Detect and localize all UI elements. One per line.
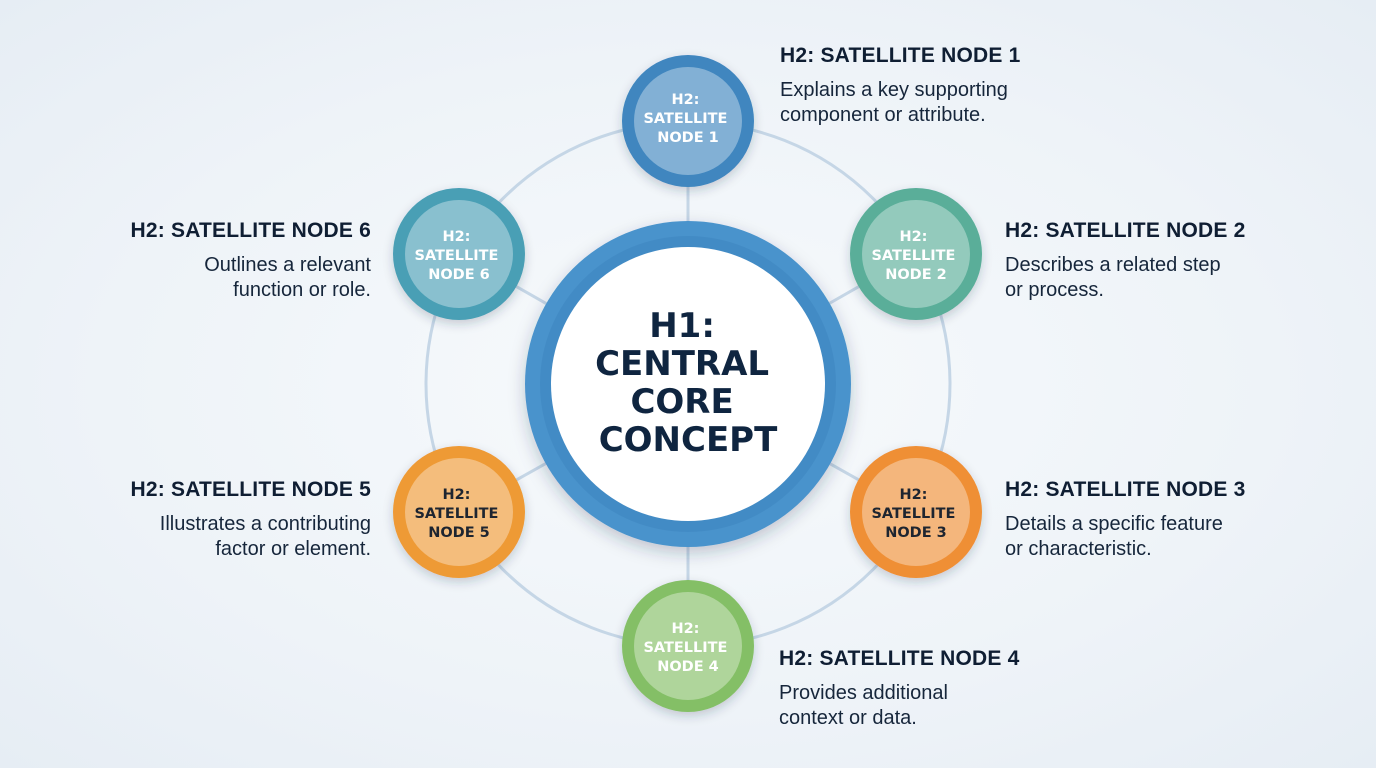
satellite-node-1 xyxy=(622,55,754,187)
node-1-inner xyxy=(634,67,742,175)
spoke-5 xyxy=(514,460,550,483)
node-6-inner xyxy=(405,200,513,308)
node-6-description: H2: SATELLITE NODE 6 Outlines a relevant… xyxy=(71,219,371,303)
node-4-desc-line-1: Provides additional xyxy=(779,682,948,704)
node-3-desc-line-2: or characteristic. xyxy=(1005,538,1152,560)
node-5-inner xyxy=(405,458,513,566)
spoke-2 xyxy=(826,284,862,307)
node-3-inner xyxy=(862,458,970,566)
node-5-label: H2: SATELLITE NODE 5 xyxy=(414,487,503,541)
node-2-inner xyxy=(862,200,970,308)
node-6-title: H2: SATELLITE NODE 6 xyxy=(130,219,371,242)
node-3-description: H2: SATELLITE NODE 3 Details a specific … xyxy=(1005,478,1305,562)
node-5-desc-line-1: Illustrates a contributing xyxy=(159,513,371,535)
node-4-desc-line-2: context or data. xyxy=(779,707,917,729)
core-line-1: H1: xyxy=(649,306,715,346)
spoke-6 xyxy=(513,284,550,307)
node-2-label: H2: SATELLITE NODE 2 xyxy=(871,229,960,283)
spoke-3 xyxy=(826,461,861,482)
node-1-label: H2: SATELLITE NODE 1 xyxy=(643,92,732,146)
core-line-2: CENTRAL xyxy=(595,344,769,384)
node-1-title: H2: SATELLITE NODE 1 xyxy=(780,44,1021,67)
node-6-label: H2: SATELLITE NODE 6 xyxy=(414,229,503,283)
node-3-label: H2: SATELLITE NODE 3 xyxy=(871,487,960,541)
node-2-title: H2: SATELLITE NODE 2 xyxy=(1005,219,1246,242)
node-3-desc-line-1: Details a specific feature xyxy=(1005,513,1223,535)
core-title: H1: CENTRAL CORE CONCEPT xyxy=(595,306,781,460)
node-2-description: H2: SATELLITE NODE 2 Describes a related… xyxy=(1005,219,1305,303)
node-2-desc-line-1: Describes a related step xyxy=(1005,254,1221,276)
node-5-desc-line-2: factor or element. xyxy=(215,538,371,560)
node-4-label: H2: SATELLITE NODE 4 xyxy=(643,621,732,675)
node-6-desc-line-1: Outlines a relevant xyxy=(204,254,371,276)
node-4-inner xyxy=(634,592,742,700)
satellite-node-6 xyxy=(393,188,525,320)
node-3-title: H2: SATELLITE NODE 3 xyxy=(1005,478,1246,501)
node-1-desc-line-1: Explains a key supporting xyxy=(780,79,1008,101)
node-4-title: H2: SATELLITE NODE 4 xyxy=(779,647,1020,670)
core-face xyxy=(551,247,825,521)
core-line-3: CORE xyxy=(630,382,733,422)
node-5-title: H2: SATELLITE NODE 5 xyxy=(130,478,371,501)
satellite-node-4 xyxy=(622,580,754,712)
node-1-desc-line-2: component or attribute. xyxy=(780,104,986,126)
node-2-desc-line-2: or process. xyxy=(1005,279,1104,301)
core-line-4: CONCEPT xyxy=(599,420,778,460)
spokes xyxy=(513,185,862,582)
satellite-node-5 xyxy=(393,446,525,578)
node-4-description: H2: SATELLITE NODE 4 Provides additional… xyxy=(779,647,1079,731)
node-5-description: H2: SATELLITE NODE 5 Illustrates a contr… xyxy=(71,478,371,562)
satellite-node-3 xyxy=(850,446,982,578)
node-6-desc-line-2: function or role. xyxy=(233,279,371,301)
node-1-description: H2: SATELLITE NODE 1 Explains a key supp… xyxy=(780,44,1080,128)
satellite-node-2 xyxy=(850,188,982,320)
